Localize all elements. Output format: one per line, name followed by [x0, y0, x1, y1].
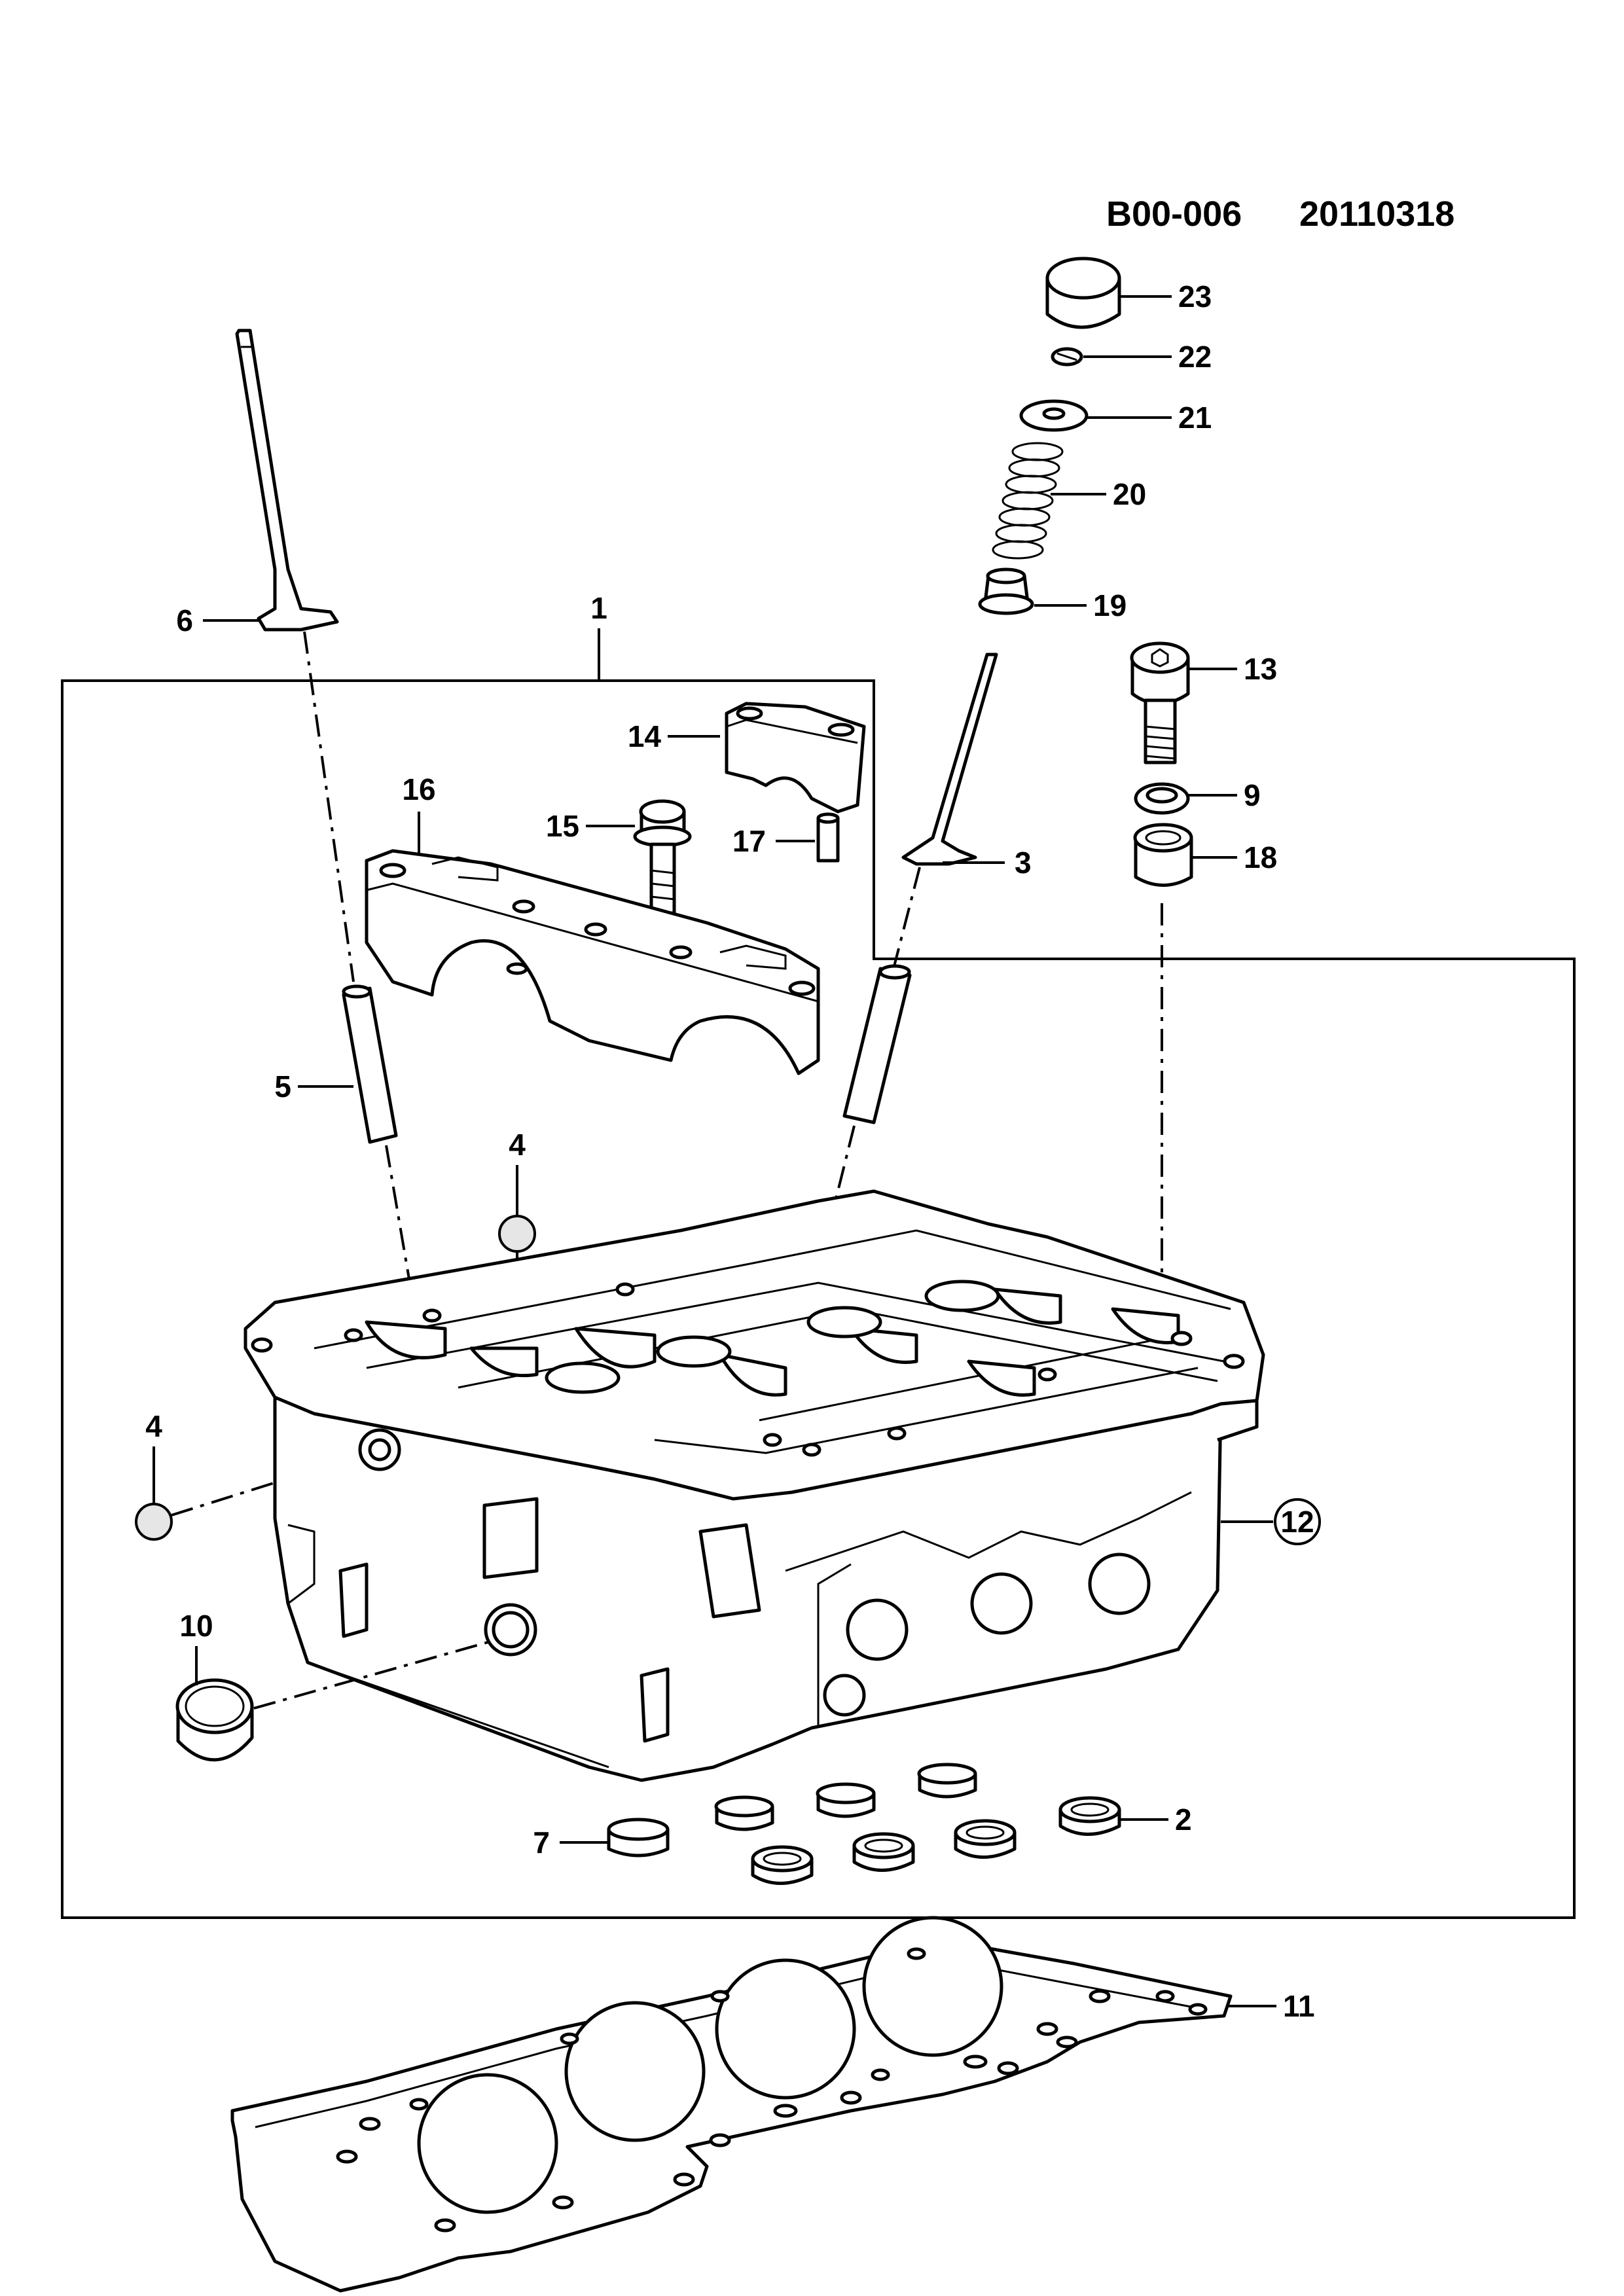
valve-guide-right: [842, 964, 912, 1124]
valve-part-3: [901, 653, 998, 866]
dowel-part-17: [816, 812, 840, 863]
callout-20: 20: [1113, 477, 1146, 511]
washer-part-9: [1134, 782, 1190, 815]
callout-19: 19: [1093, 588, 1127, 622]
callout-12-circle: [1274, 1498, 1321, 1545]
callout-4-top: 4: [509, 1128, 526, 1162]
tappet-part-23: [1045, 257, 1121, 329]
callout-23: 23: [1178, 279, 1212, 314]
assembly-frame: [61, 679, 1576, 1919]
callout-9: 9: [1244, 778, 1261, 812]
cylinder-head-block-part-12: [244, 1189, 1265, 1782]
camshaft-bridge-part-16: [365, 849, 820, 1075]
callout-10: 10: [179, 1609, 213, 1643]
valve-seat-inserts: [607, 1763, 1121, 1885]
callout-4-side: 4: [145, 1409, 162, 1443]
callout-1: 1: [590, 591, 607, 625]
callout-5: 5: [274, 1069, 291, 1103]
callout-3: 3: [1015, 846, 1032, 880]
callout-6: 6: [176, 603, 193, 637]
callout-16: 16: [402, 772, 435, 806]
valve-guide-part-5: [342, 984, 398, 1144]
valve-part-6: [235, 329, 339, 632]
retainer-part-21: [1019, 399, 1089, 432]
diagram-date: 20110318: [1299, 194, 1454, 234]
ball-plug-top: [498, 1215, 536, 1253]
bolt-part-15: [633, 799, 692, 915]
expansion-plug-part-10: [175, 1678, 254, 1762]
callout-13: 13: [1244, 652, 1277, 686]
sleeve-part-18: [1133, 823, 1193, 887]
keeper-part-22: [1051, 347, 1083, 367]
callout-15: 15: [546, 809, 579, 843]
ball-plug-side: [135, 1503, 173, 1541]
callout-7: 7: [533, 1825, 550, 1859]
bolt-part-13: [1130, 641, 1190, 764]
spring-part-20: [992, 442, 1064, 560]
callout-17: 17: [732, 824, 766, 858]
callout-2: 2: [1175, 1803, 1192, 1837]
bearing-cap-part-14: [725, 702, 866, 814]
callout-18: 18: [1244, 840, 1277, 874]
callout-12: 12: [1280, 1505, 1314, 1539]
callout-14: 14: [628, 719, 662, 753]
stem-seal-part-19: [978, 567, 1034, 615]
callout-21: 21: [1178, 401, 1212, 435]
callout-11: 11: [1283, 1989, 1315, 2023]
callout-22: 22: [1178, 340, 1212, 374]
head-gasket-part-11: [230, 1916, 1233, 2293]
diagram-code: B00-006: [1106, 194, 1242, 234]
